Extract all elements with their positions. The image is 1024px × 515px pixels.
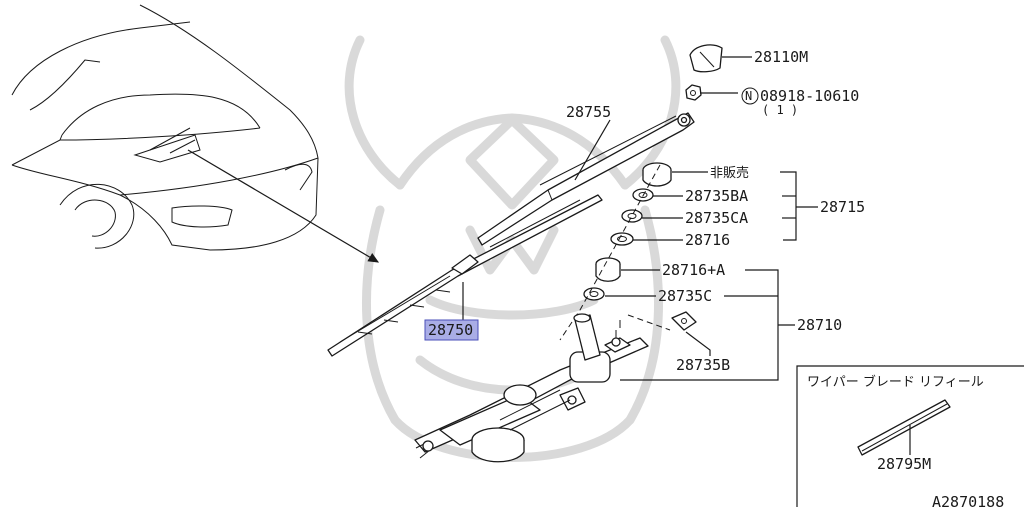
alignment-line-clip <box>627 314 671 331</box>
label-28735CA: 28735CA <box>685 209 748 227</box>
inset-refill-panel: ワイパー ブレード リフィール 28795M <box>796 365 1024 507</box>
label-28110M: 28110M <box>754 48 808 66</box>
alignment-line <box>559 164 661 341</box>
highlight-28750 <box>424 319 479 341</box>
wiper-arm-cap <box>689 44 723 73</box>
wiper-blade <box>327 194 603 357</box>
label-28715: 28715 <box>820 198 865 216</box>
label-28735C: 28735C <box>658 287 712 305</box>
label-28716: 28716 <box>685 231 730 249</box>
location-arrow <box>187 149 380 263</box>
label-28795M: 28795M <box>877 455 931 473</box>
wiper-arm <box>477 112 695 246</box>
inset-title: ワイパー ブレード リフィール <box>807 374 984 390</box>
label-not-sold: 非販売 <box>710 165 749 181</box>
label-28710: 28710 <box>797 316 842 334</box>
diagram-code: A2870188 <box>932 493 1004 510</box>
label-28755: 28755 <box>566 103 611 121</box>
label-28750: 28750 <box>428 321 473 339</box>
label-28716A: 28716+A <box>662 261 725 279</box>
label-08918-10610: 08918-10610 <box>760 87 859 105</box>
label-28735B: 28735B <box>676 356 730 374</box>
label-28735BA: 28735BA <box>685 187 748 205</box>
wiper-linkage-motor <box>414 313 649 463</box>
retaining-clip <box>671 311 697 331</box>
leader-lines <box>462 56 818 381</box>
pivot-bushings <box>583 162 672 301</box>
nut-symbol-circle <box>741 87 759 105</box>
car-hood-outline-icon <box>11 4 319 251</box>
nut-symbol: N <box>745 89 752 103</box>
arm-nut <box>685 84 702 101</box>
label-nut-qty: ( 1 ) <box>762 103 798 117</box>
